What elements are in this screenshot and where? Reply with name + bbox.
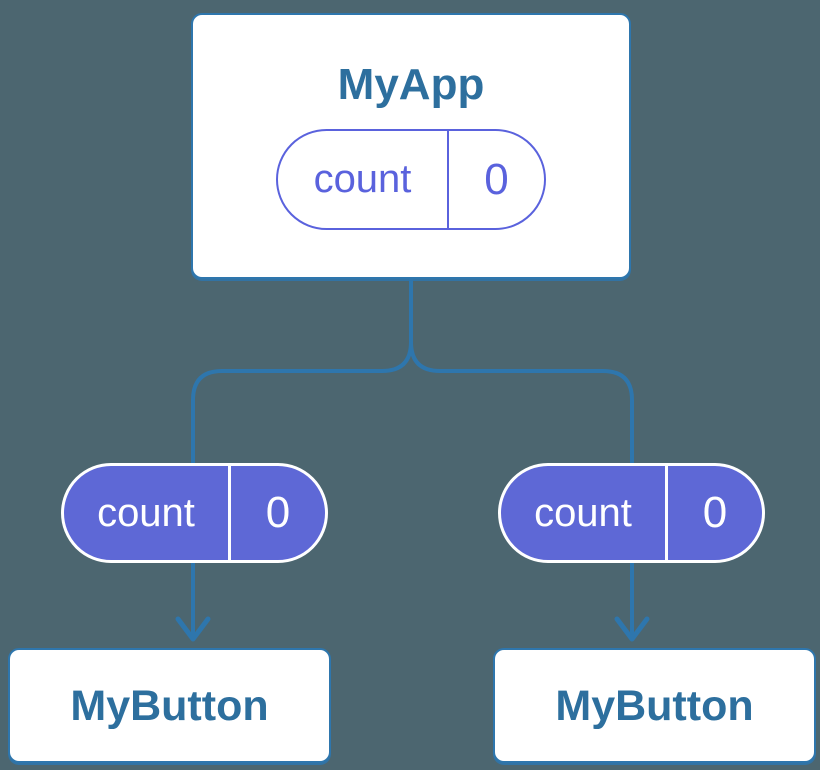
- prop-name: count: [97, 490, 195, 535]
- component-card-child-left: MyButton: [8, 648, 331, 763]
- arrow-down-left-icon: [175, 616, 211, 642]
- prop-pill-right: count 0: [498, 463, 765, 563]
- component-card-root: MyApp count 0: [191, 13, 631, 279]
- child-component-title: MyButton: [70, 681, 269, 730]
- arrow-down-right-icon: [614, 616, 650, 642]
- prop-pill-left: count 0: [61, 463, 328, 563]
- prop-name: count: [534, 490, 632, 535]
- prop-value: 0: [665, 466, 762, 560]
- child-component-title: MyButton: [555, 681, 754, 730]
- component-card-child-right: MyButton: [493, 648, 816, 763]
- state-pill-root: count 0: [276, 129, 546, 230]
- state-name: count: [313, 157, 412, 201]
- state-value: 0: [447, 131, 544, 228]
- connector-left-branch: [191, 277, 413, 636]
- connector-right-branch: [409, 340, 634, 636]
- prop-value: 0: [228, 466, 325, 560]
- root-component-title: MyApp: [337, 60, 485, 109]
